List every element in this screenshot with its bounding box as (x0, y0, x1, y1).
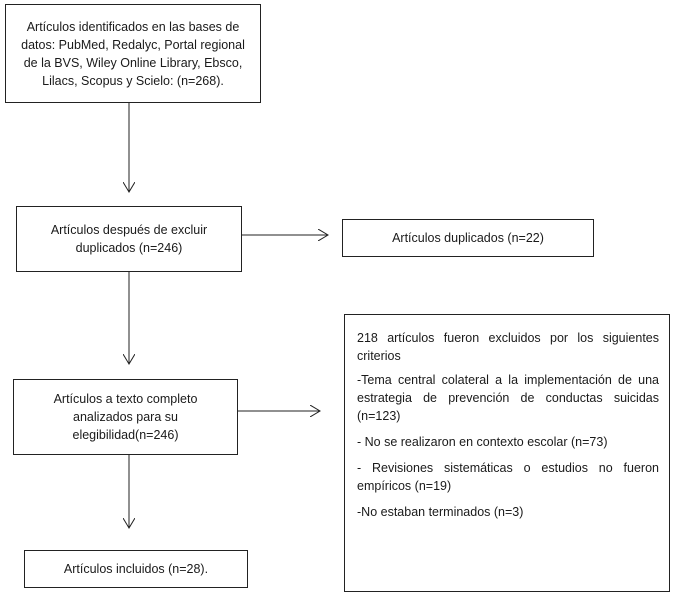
after-duplicates-box: Artículos después de excluir duplicados … (16, 206, 242, 272)
excluded-intro: 218 artículos fueron excluidos por los s… (357, 331, 659, 363)
excluded-records-box: 218 artículos fueron excluidos por los s… (344, 314, 670, 592)
fulltext-assessed-box: Artículos a texto completo analizados pa… (13, 379, 238, 455)
after-duplicates-text: Artículos después de excluir duplicados … (50, 223, 208, 255)
fulltext-assessed-text: Artículos a texto completo analizados pa… (53, 392, 198, 442)
exclusion-criterion: - Revisiones sistemáticas o estudios no … (357, 461, 659, 493)
identified-records-box: Artículos identificados en las bases de … (5, 4, 261, 103)
included-studies-box: Artículos incluidos (n=28). (24, 550, 248, 588)
duplicates-text: Artículos duplicados (n=22) (392, 231, 544, 245)
identified-records-text: Artículos identificados en las bases de … (21, 19, 245, 88)
included-studies-text: Artículos incluidos (n=28). (63, 562, 209, 576)
exclusion-criterion: - No se realizaron en contexto escolar (… (357, 435, 608, 449)
duplicates-box: Artículos duplicados (n=22) (342, 219, 594, 257)
exclusion-criterion: -No estaban terminados (n=3) (357, 505, 524, 519)
exclusion-criterion: -Tema central colateral a la implementac… (357, 373, 659, 423)
